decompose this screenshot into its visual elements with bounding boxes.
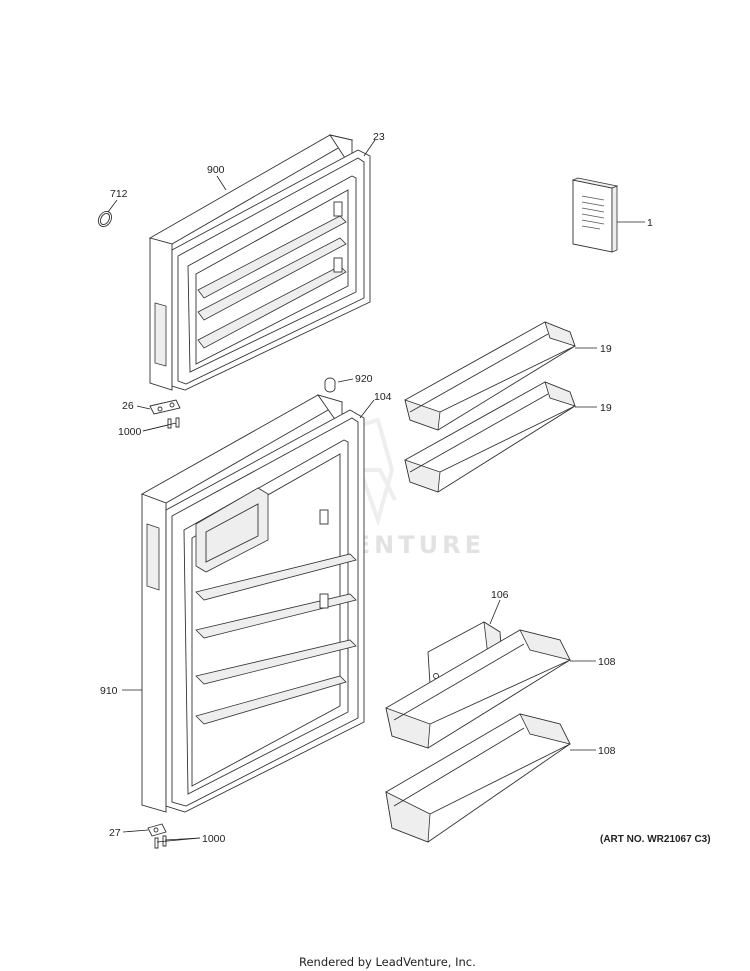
part-door-bin-lower-1: [385, 629, 571, 749]
part-hinge-upper: [149, 399, 181, 429]
callout-108-upper: 108: [598, 656, 616, 668]
art-number: (ART NO. WR21067 C3): [600, 834, 711, 845]
callout-27: 27: [109, 827, 121, 839]
callout-910: 910: [100, 685, 118, 697]
part-stopper: [324, 377, 336, 393]
callout-19-lower: 19: [600, 402, 612, 414]
callout-26: 26: [122, 400, 134, 412]
part-fresh-food-door: [140, 394, 365, 813]
callout-900: 900: [207, 164, 225, 176]
footer-credit: Rendered by LeadVenture, Inc.: [299, 955, 476, 969]
callout-712: 712: [110, 188, 128, 200]
leader-lines: [107, 139, 645, 843]
callout-23: 23: [373, 131, 385, 143]
callout-1000-upper: 1000: [118, 426, 142, 438]
part-hinge-lower: [147, 823, 167, 849]
part-door-bin-upper-1: [404, 321, 576, 431]
part-gasket-ring: [97, 211, 113, 227]
callout-labels: 712 900 23 1 19 19 920 104 26 1000 106 1…: [100, 131, 653, 845]
callout-19-upper: 19: [600, 343, 612, 355]
callout-920: 920: [355, 373, 373, 385]
part-door-bin-lower-2: [385, 713, 571, 843]
callout-1: 1: [647, 217, 653, 229]
part-door-bin-upper-2: [404, 381, 576, 493]
callout-1000-lower: 1000: [202, 833, 226, 845]
part-owners-manual: [571, 177, 619, 253]
callout-104: 104: [374, 391, 392, 403]
callout-106: 106: [491, 589, 509, 601]
callout-108-lower: 108: [598, 745, 616, 757]
part-freezer-door: [148, 134, 371, 391]
